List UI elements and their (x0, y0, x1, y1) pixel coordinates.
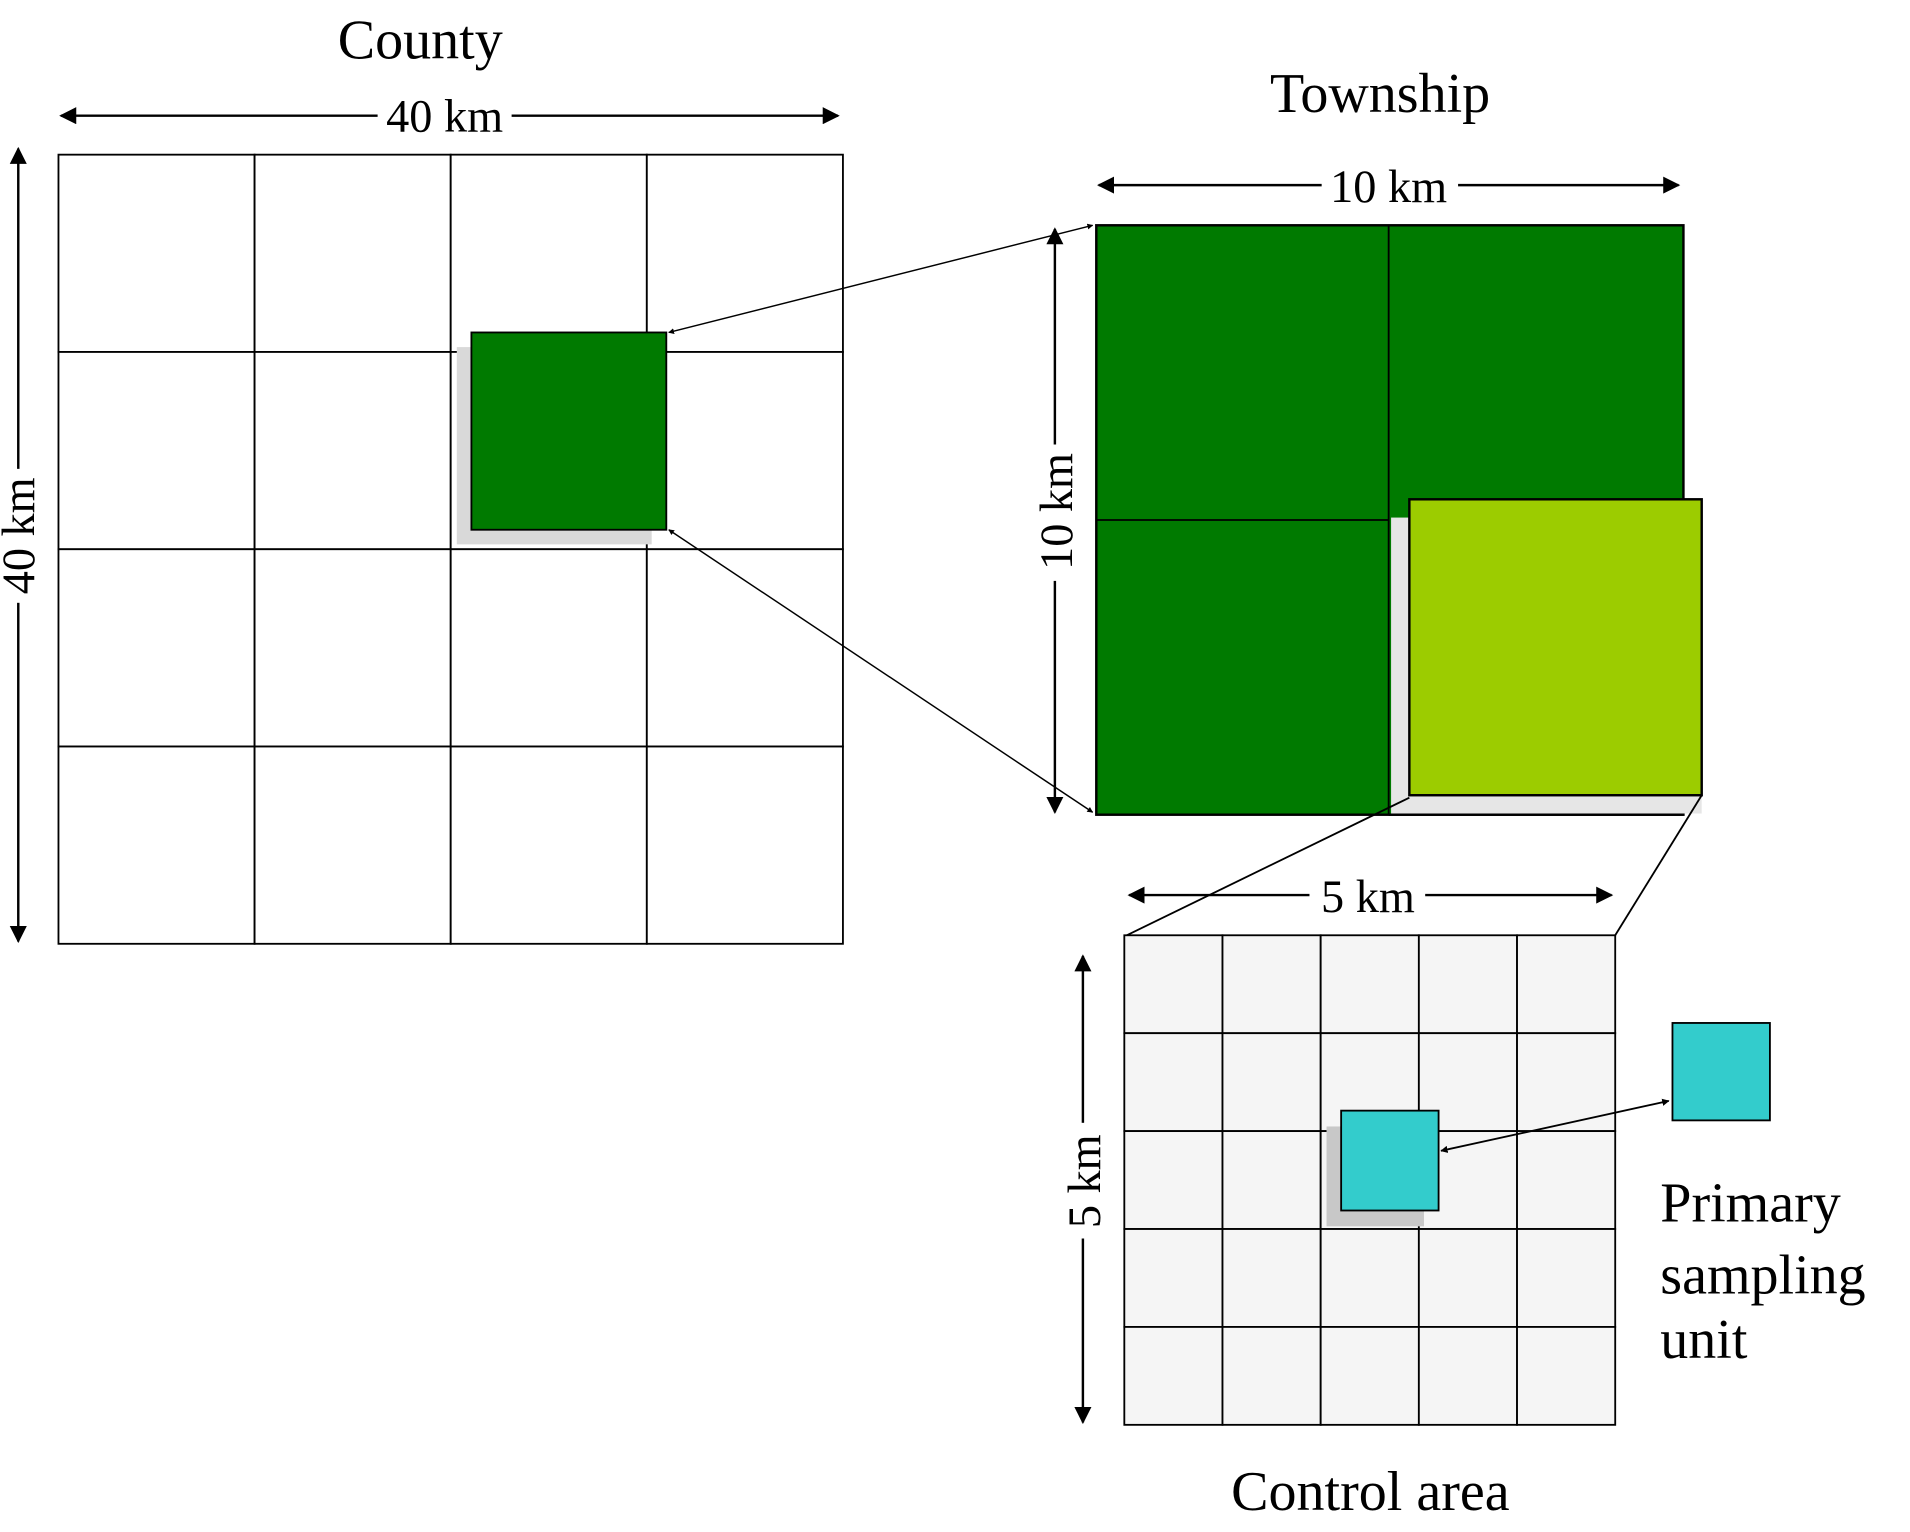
county-grid-cell (449, 548, 648, 748)
control-grid-cell (1221, 1326, 1322, 1426)
control-grid-cell (1123, 1032, 1224, 1133)
county-grid-cell (645, 548, 844, 748)
control-grid-cell (1319, 1326, 1420, 1426)
control-grid-cell (1516, 1326, 1617, 1426)
control-grid-cell (1221, 1032, 1322, 1133)
psu-label-line2: sampling (1660, 1244, 1865, 1306)
township-panel: Township 10 km 10 km (1032, 63, 1703, 816)
township-title: Township (1270, 63, 1490, 125)
control-grid-cell (1221, 1130, 1322, 1230)
psu-arrow (1440, 1098, 1670, 1153)
control-grid-cell (1319, 1228, 1420, 1328)
county-grid-cell (449, 745, 648, 945)
zoom-connector-bottom (668, 529, 1094, 813)
control-grid-cell (1417, 934, 1518, 1035)
county-grid-cell (57, 351, 256, 551)
county-grid-cell (253, 153, 452, 353)
county-title: County (338, 9, 503, 71)
county-grid-cell (57, 153, 256, 353)
control-area-title: Control area (1231, 1461, 1510, 1523)
zoom-connector-top (668, 223, 1094, 335)
township-width-label: 10 km (1330, 162, 1447, 213)
county-grid-cell (645, 153, 844, 353)
control-grid-cell (1221, 934, 1322, 1035)
control-grid-cell (1516, 934, 1617, 1035)
county-height-label: 40 km (0, 477, 45, 594)
county-grid-cell (645, 351, 844, 551)
township-height-label: 10 km (1032, 453, 1083, 570)
control-grid-cell (1516, 1228, 1617, 1328)
control-grid-cell (1417, 1326, 1518, 1426)
control-connector-right (1614, 794, 1703, 936)
selected-psu (1340, 1109, 1440, 1212)
control-width-label: 5 km (1321, 872, 1415, 923)
psu-label-line3: unit (1660, 1309, 1748, 1371)
control-grid-cell (1123, 934, 1224, 1035)
county-grid-cell (253, 351, 452, 551)
county-grid-cell (57, 745, 256, 945)
control-grid-cell (1123, 1326, 1224, 1426)
control-grid-cell (1123, 1130, 1224, 1230)
county-grid-cell (57, 548, 256, 748)
control-grid-cell (1516, 1130, 1617, 1230)
county-grid-cell (253, 745, 452, 945)
county-grid-cell (253, 548, 452, 748)
county-panel: County 40 km 40 km (0, 9, 844, 945)
control-grid-cell (1123, 1228, 1224, 1328)
control-grid-cell (1417, 1228, 1518, 1328)
township-selected-control-area (1408, 498, 1703, 797)
county-width-label: 40 km (386, 92, 503, 143)
county-grid-cell (645, 745, 844, 945)
county-grid (57, 153, 844, 945)
control-height-label: 5 km (1060, 1134, 1111, 1228)
psu-legend-square (1671, 1022, 1771, 1122)
control-grid-cell (1319, 934, 1420, 1035)
county-grid-cell (449, 153, 648, 353)
county-selected-township (470, 331, 668, 531)
control-connector-left (1126, 796, 1410, 937)
psu-label-line1: Primary (1660, 1172, 1840, 1234)
control-grid-cell (1221, 1228, 1322, 1328)
control-area-panel: 5 km 5 km Control area (1060, 872, 1617, 1523)
